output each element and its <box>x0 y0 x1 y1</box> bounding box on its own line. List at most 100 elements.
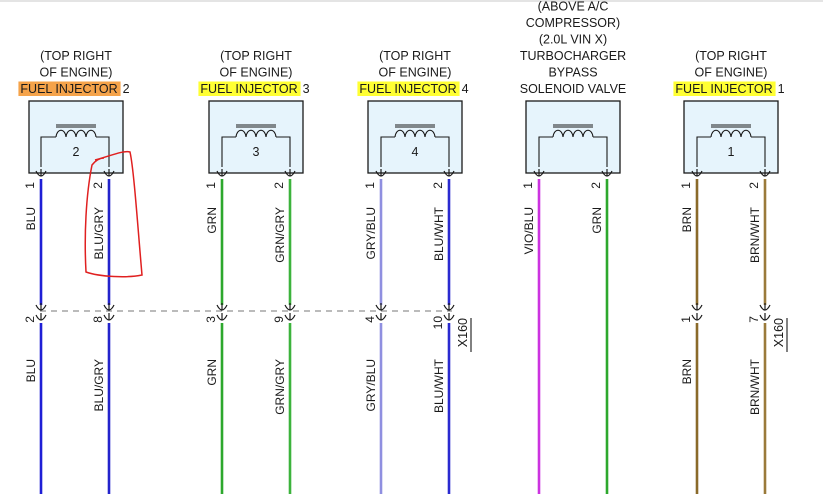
wire-label: GRN/GRY <box>273 207 287 263</box>
pin-number: 1 <box>679 182 693 189</box>
wire-label: GRY/BLU <box>364 207 378 259</box>
component-name: FUEL INJECTOR <box>359 82 456 96</box>
coil-icon <box>710 124 752 138</box>
wire-label-below: BRN <box>680 359 694 384</box>
inner-wire-right <box>276 136 291 167</box>
coil-icon <box>55 124 97 138</box>
connector-terminal-bottom <box>443 313 455 321</box>
pin-terminal <box>103 169 115 177</box>
connector-terminal-top <box>216 303 228 311</box>
location-line: (2.0L VIN X) <box>539 33 607 47</box>
name-highlight <box>198 81 301 96</box>
connector-terminal-bottom <box>35 313 47 321</box>
wire-label: BLU/WHT <box>432 206 446 261</box>
connector-terminal-bottom <box>691 313 703 321</box>
inner-wire-left <box>221 136 236 167</box>
wire-label-below: BLU/GRY <box>92 359 106 411</box>
wire-label-below: BLU <box>24 359 38 382</box>
connector-pin-number: 9 <box>272 316 286 323</box>
pin-terminal <box>375 169 387 177</box>
component-name: FUEL INJECTOR <box>675 82 772 96</box>
wire-label: BLU/GRY <box>92 207 106 259</box>
pin-terminal <box>35 169 47 177</box>
location-line: OF ENGINE) <box>220 66 293 80</box>
pin-number: 2 <box>589 182 603 189</box>
location-line: (ABOVE A/C <box>538 0 609 14</box>
wire-label: GRN <box>590 207 604 234</box>
inner-wire-right <box>435 136 450 167</box>
pin-number: 2 <box>91 182 105 189</box>
location-line: BYPASS <box>548 66 597 80</box>
connector-pin-number: 3 <box>204 316 218 323</box>
connector-terminal-bottom <box>216 313 228 321</box>
connector-terminal-bottom <box>759 313 771 321</box>
wire-label: BRN/WHT <box>748 206 762 263</box>
connector-terminal-top <box>443 303 455 311</box>
connector-label: X160 <box>772 318 786 347</box>
location-line: TURBOCHARGER <box>520 49 626 63</box>
pin-terminal <box>216 169 228 177</box>
connector-pin-number: 10 <box>431 316 445 330</box>
wire-label-below: GRY/BLU <box>364 359 378 411</box>
inner-wire-right <box>593 136 608 167</box>
connector-terminal-bottom <box>103 313 115 321</box>
location-line: SOLENOID VALVE <box>520 82 627 96</box>
name-highlight <box>673 81 776 96</box>
inner-wire-right <box>96 136 110 167</box>
box-number: 4 <box>412 145 419 159</box>
location-line: COMPRESSOR) <box>526 16 620 30</box>
location-line: (TOP RIGHT <box>695 49 767 63</box>
coil-icon <box>552 124 594 138</box>
component-name: FUEL INJECTOR <box>200 82 297 96</box>
connector-terminal-top <box>284 303 296 311</box>
name-highlight <box>18 81 121 96</box>
connectors-layer: X160 X160 <box>456 318 788 352</box>
connector-label: X160 <box>456 318 470 347</box>
pin-number: 1 <box>363 182 377 189</box>
pin-terminal <box>533 169 545 177</box>
box-number: 2 <box>73 145 80 159</box>
coil-icon <box>394 124 436 138</box>
connector-terminal-top <box>35 303 47 311</box>
name-highlight <box>357 81 460 96</box>
connector-pin-number: 7 <box>747 316 761 323</box>
component-number: 1 <box>778 82 785 96</box>
box-number: 1 <box>728 145 735 159</box>
wire-label-below: BRN/WHT <box>748 358 762 415</box>
location-line: OF ENGINE) <box>379 66 452 80</box>
connector-x160-left: X160 <box>456 318 472 352</box>
inner-wire-left <box>380 136 395 167</box>
pin-number: 2 <box>272 182 286 189</box>
pin-terminal <box>284 169 296 177</box>
connector-pin-number: 2 <box>23 316 37 323</box>
connector-terminal-bottom <box>375 313 387 321</box>
component-number: 4 <box>462 82 469 96</box>
location-line: OF ENGINE) <box>695 66 768 80</box>
wire-label: BLU <box>24 207 38 230</box>
wire-label: BRN <box>680 207 694 232</box>
connector-terminal-top <box>375 303 387 311</box>
connector-pin-number: 1 <box>679 316 693 323</box>
location-line: (TOP RIGHT <box>40 49 112 63</box>
component-name: FUEL INJECTOR <box>20 82 117 96</box>
component-turbo: (ABOVE A/C COMPRESSOR) (2.0L VIN X) TURBOCH… <box>520 0 627 494</box>
pin-terminal <box>443 169 455 177</box>
component-number: 2 <box>123 82 130 96</box>
red-annotation-circle <box>84 150 143 278</box>
connector-terminal-top <box>759 303 771 311</box>
connector-pin-number: 4 <box>363 316 377 323</box>
connector-terminal-top <box>103 303 115 311</box>
connector-x160-right: X160 <box>772 318 788 352</box>
pin-terminal <box>601 169 613 177</box>
inner-wire-right <box>751 136 766 167</box>
inner-wire-left <box>538 136 553 167</box>
pin-terminal <box>759 169 771 177</box>
box-number: 3 <box>253 145 260 159</box>
location-line: (TOP RIGHT <box>220 49 292 63</box>
